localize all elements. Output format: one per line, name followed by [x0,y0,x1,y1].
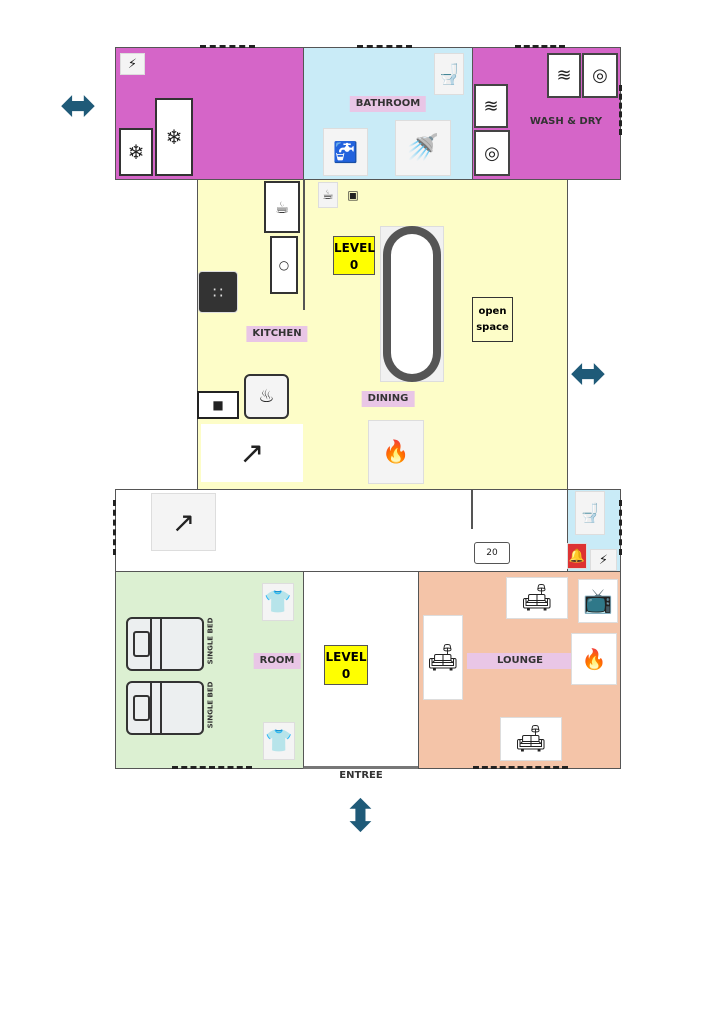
bathroom-label: BATHROOM [349,96,427,112]
right-exit-arrow-icon: ⬌ [570,348,607,399]
wardrobe-icon: 👕 [263,722,295,760]
freezer-icon: ❄ [119,128,153,176]
fridge-icon: ❄ [155,98,193,176]
window [172,766,252,769]
level-badge-top: LEVEL 0 [333,236,375,275]
single-bed-label: SINGLE BED [206,617,215,665]
dryer-icon: ≋ [474,84,508,128]
coffee-machine-icon: ☕ [318,182,338,208]
dryer-icon: ≋ [547,53,581,98]
microwave-icon: ■ [197,391,239,419]
window [515,45,565,48]
window [357,45,412,48]
toilet-icon: 🚽 [575,491,605,535]
single-bed-icon [126,617,204,671]
washing-machine-icon: ◎ [582,53,618,98]
open-space-text: open [478,306,507,317]
hot-plate-icon: ♨ [244,374,289,419]
entree-label: ENTREE [339,770,383,781]
kitchen-label: KITCHEN [246,326,308,342]
dining-table [391,234,433,374]
open-space-text: space [476,322,509,333]
speaker-icon: ▣ [347,188,359,202]
entrance-arrow-icon: ⬍ [342,791,379,842]
dining-label: DINING [361,391,415,407]
kitchen-divider [303,180,305,310]
electric-panel-icon: ⚡ [590,549,617,571]
left-exit-arrow-icon: ⬌ [60,80,97,131]
window [200,45,255,48]
tv-icon: 📺 [578,579,618,623]
thermostat-value: 20 [486,548,498,558]
stairs-up-icon: ↗ [151,493,216,551]
shower-icon: 🚿 [395,120,451,176]
single-bed-icon [126,681,204,735]
sofa-icon: 🛋 [506,577,568,619]
wardrobe-icon: 👕 [262,583,294,621]
level-number: 0 [349,258,359,272]
window [619,85,622,135]
toilet-icon: 🚽 [434,53,464,95]
kitchen-sink-icon: ○ [270,236,298,294]
level-badge-bottom: LEVEL 0 [324,645,368,685]
open-space-box: open space [472,297,513,342]
wood-stove-icon: 🔥 [571,633,617,685]
sink-icon: 🚰 [323,128,368,176]
washing-machine-icon: ◎ [474,130,510,176]
thermostat-icon: 20 [474,542,510,564]
electric-panel-icon: ⚡ [120,53,145,75]
room-label: ROOM [253,653,301,669]
level-text: LEVEL [325,650,367,664]
fire-alarm-icon: 🔔 [567,543,587,569]
stairs-up-icon: ↗ [201,424,303,482]
dishwasher-icon: ☕ [264,181,300,233]
sofa-icon: 🛋 [500,717,562,761]
level-number: 0 [341,667,351,681]
single-bed-label: SINGLE BED [206,681,215,729]
window [619,500,622,555]
hall-divider [471,489,473,529]
window [113,500,116,555]
entrance-hall-zone [303,571,419,769]
lounge-label: LOUNGE [467,653,573,669]
dining-table-icon [380,226,444,382]
level-text: LEVEL [334,241,375,255]
wood-stove-icon: 🔥 [368,420,424,484]
wash-dry-label: WASH & DRY [529,116,603,127]
stove-icon: ∷ [198,271,238,313]
window [473,766,568,769]
sofa-icon: 🛋 [423,615,463,700]
